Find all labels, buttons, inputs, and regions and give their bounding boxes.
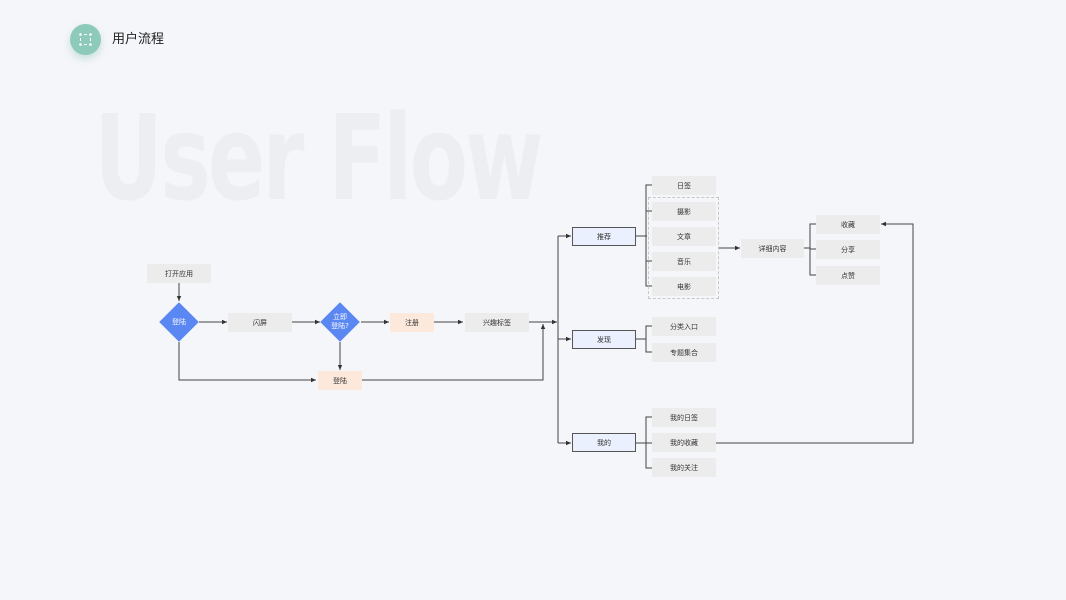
bracket-discover — [645, 325, 652, 353]
node-interest-tags: 兴趣标签 — [465, 313, 529, 332]
header-logo-icon — [70, 24, 101, 55]
mine-item-daily: 我的日签 — [652, 408, 716, 427]
recommend-content-group — [648, 197, 719, 299]
node-open-app: 打开应用 — [147, 264, 211, 283]
recommend-item-music: 音乐 — [652, 252, 716, 271]
decision-login-label: 登陆 — [172, 317, 186, 326]
section-recommend: 推荐 — [572, 227, 636, 246]
node-register: 注册 — [390, 313, 434, 332]
mine-item-collection: 我的收藏 — [652, 433, 716, 452]
decision-login-now-label: 立即 登陆? — [331, 313, 349, 330]
decision-login: 登陆 — [159, 302, 199, 342]
detail-action-share: 分享 — [816, 240, 880, 259]
decision-login-now: 立即 登陆? — [320, 302, 360, 342]
mine-item-following: 我的关注 — [652, 458, 716, 477]
discover-item-category: 分类入口 — [652, 317, 716, 336]
edge-login-to-trunk — [362, 324, 546, 381]
frame-select-icon — [79, 33, 92, 46]
detail-action-collect: 收藏 — [816, 215, 880, 234]
recommend-item-movie: 电影 — [652, 277, 716, 296]
node-splash: 闪屏 — [228, 313, 292, 332]
node-detail-content: 详细内容 — [741, 239, 804, 258]
background-watermark-title: User Flow — [94, 89, 544, 227]
recommend-item-article: 文章 — [652, 227, 716, 246]
section-discover: 发现 — [572, 330, 636, 349]
bracket-recommend — [645, 184, 652, 287]
section-mine: 我的 — [572, 433, 636, 452]
recommend-item-photo: 摄影 — [652, 202, 716, 221]
discover-item-topics: 专题集合 — [652, 343, 716, 362]
page-title: 用户流程 — [112, 32, 165, 47]
recommend-item-daily: 日签 — [652, 176, 716, 195]
edge-login-decision-to-login — [178, 342, 316, 383]
node-login: 登陆 — [318, 371, 362, 390]
edge-my-collection-to-collect — [716, 221, 914, 444]
detail-action-like: 点赞 — [816, 266, 880, 285]
